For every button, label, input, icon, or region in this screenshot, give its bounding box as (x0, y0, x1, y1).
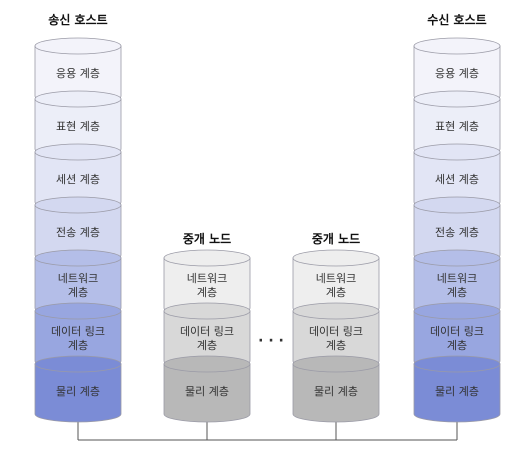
cylinder-top (34, 196, 122, 214)
layer-cylinder: 응용 계층 (34, 37, 122, 105)
layer-label: 물리 계층 (435, 385, 479, 398)
cylinder-body (413, 363, 501, 423)
layer-label: 전송 계층 (435, 226, 479, 239)
layer-cylinder: 전송 계층 (413, 196, 501, 264)
layer-label: 응용 계층 (56, 67, 100, 80)
cylinder-top (163, 302, 251, 320)
layer-label: 물리 계층 (56, 385, 100, 398)
layer-label: 물리 계층 (314, 385, 358, 398)
layer-cylinder: 물리 계층 (292, 355, 380, 423)
relay2-title: 중개 노드 (312, 232, 360, 246)
layer-cylinder: 물리 계층 (163, 355, 251, 423)
cylinder-top (413, 249, 501, 267)
cylinder-top (163, 249, 251, 267)
layer-label: 표현 계층 (56, 120, 100, 133)
cylinder-top (292, 302, 380, 320)
cylinder-top (34, 143, 122, 161)
cylinder-top (413, 196, 501, 214)
sender-title: 송신 호스트 (48, 12, 107, 27)
relay1-title: 중개 노드 (183, 232, 231, 246)
cylinder-top (34, 249, 122, 267)
cylinder-top (413, 302, 501, 320)
cylinder-body (34, 363, 122, 423)
ellipsis-dots: · · · (258, 333, 284, 349)
cylinder-top (413, 90, 501, 108)
cylinder-top (292, 355, 380, 373)
layer-cylinder: 물리 계층 (413, 355, 501, 423)
layer-cylinder: 표현 계층 (34, 90, 122, 158)
cylinder-top (34, 302, 122, 320)
physical-link-line (77, 420, 458, 441)
cylinder-top (34, 37, 122, 55)
cylinder-body (163, 363, 251, 423)
layer-cylinder: 물리 계층 (34, 355, 122, 423)
layer-label: 세션 계층 (435, 173, 479, 186)
layer-label: 전송 계층 (56, 226, 100, 239)
layer-label: 물리 계층 (185, 385, 229, 398)
cylinder-top (34, 355, 122, 373)
receiver-title: 수신 호스트 (427, 12, 486, 27)
layer-cylinder: 세션 계층 (413, 143, 501, 211)
cylinder-top (413, 355, 501, 373)
layer-cylinder: 표현 계층 (413, 90, 501, 158)
layer-label: 세션 계층 (56, 173, 100, 186)
layer-cylinder: 응용 계층 (413, 37, 501, 105)
cylinder-top (413, 37, 501, 55)
cylinder-top (163, 355, 251, 373)
layer-label: 응용 계층 (435, 67, 479, 80)
cylinder-top (292, 249, 380, 267)
cylinder-top (413, 143, 501, 161)
cylinder-top (34, 90, 122, 108)
cylinder-body (292, 363, 380, 423)
layer-label: 표현 계층 (435, 120, 479, 133)
